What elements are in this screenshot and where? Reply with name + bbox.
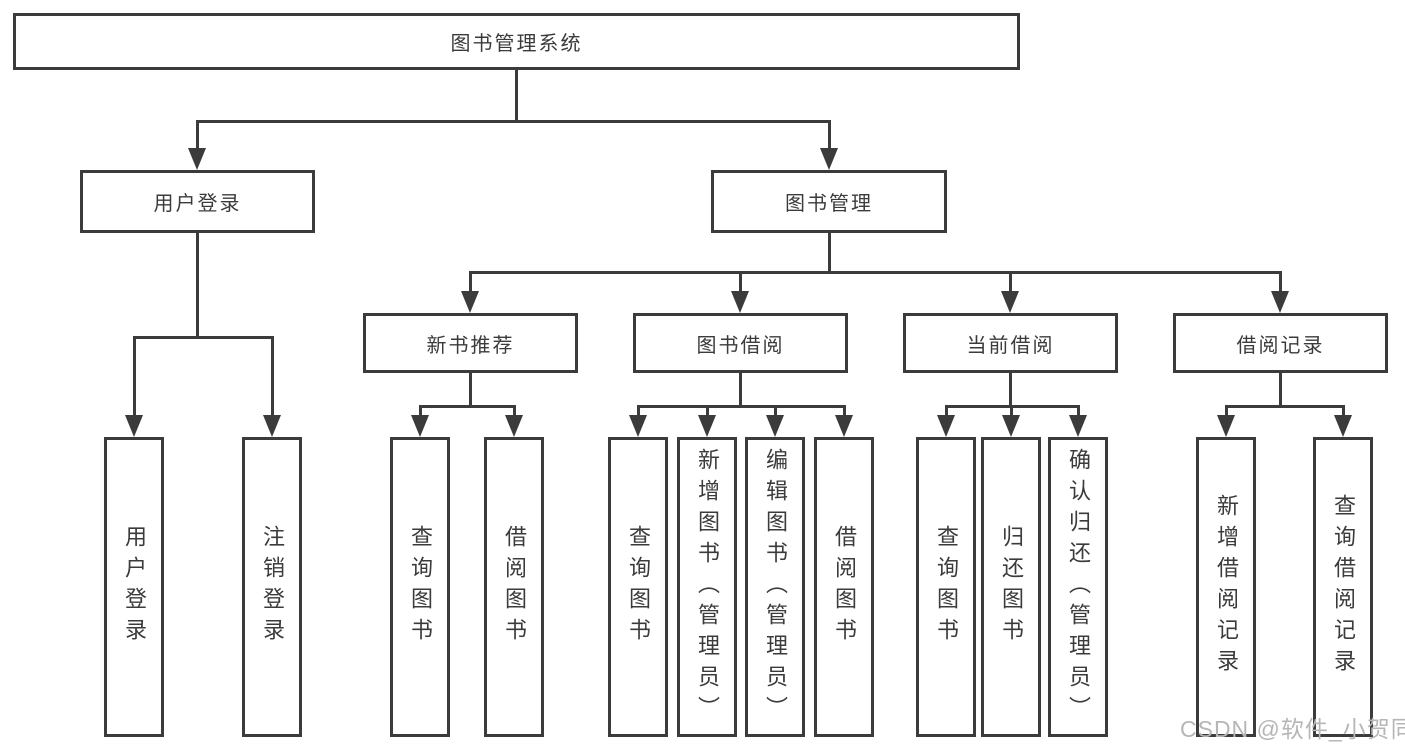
connector-arrow-B3 [766,405,784,437]
connector-arrow-C3 [1069,405,1087,437]
connector-user-login-branch [132,336,274,339]
connector-groupD-stem [1278,373,1282,405]
connector-arrow-B2 [698,405,716,437]
connector-root-stem [514,70,518,120]
connector-groupA-stem [468,373,472,405]
node-return-books: 归还图书 [981,437,1041,737]
connector-book-management-stem [827,233,831,271]
node-query-borrow-record: 查询借阅记录 [1313,437,1373,737]
connector-groupC-stem [1008,373,1012,405]
connector-arrow-login-leaf [125,336,143,437]
connector-arrow-book-borrowing [731,271,749,313]
csdn-watermark: CSDN @软件_小贺同学 [1180,716,1405,742]
connector-arrow-user-login [188,120,206,170]
node-user-login: 用户登录 [80,170,315,233]
connector-level2-branch [468,271,1282,274]
node-library-management-system: 图书管理系统 [13,13,1020,70]
connector-arrow-A2 [505,405,523,437]
connector-arrow-book-management [820,120,838,170]
node-query-books-recommend: 查询图书 [390,437,450,737]
node-user-login-leaf: 用户登录 [104,437,164,737]
node-confirm-return-admin: 确认归还（管理员） [1048,437,1108,737]
connector-arrow-D2 [1334,405,1352,437]
node-borrowing-records: 借阅记录 [1173,313,1388,373]
connector-arrow-C2 [1002,405,1020,437]
connector-groupD-branch [1224,405,1345,408]
connector-groupA-branch [418,405,516,408]
connector-arrow-borrowing-records [1271,271,1289,313]
connector-arrow-B1 [629,405,647,437]
node-book-borrowing: 图书借阅 [633,313,848,373]
node-query-books-borrowing: 查询图书 [608,437,668,737]
connector-arrow-current-borrowing [1001,271,1019,313]
node-book-management: 图书管理 [711,170,947,233]
connector-groupB-stem [738,373,742,405]
node-add-borrow-record: 新增借阅记录 [1196,437,1256,737]
node-edit-book-admin: 编辑图书（管理员） [745,437,805,737]
connector-arrow-new-book [461,271,479,313]
node-add-book-admin: 新增图书（管理员） [677,437,737,737]
node-borrow-books-recommend: 借阅图书 [484,437,544,737]
connector-arrow-logout-leaf [263,336,281,437]
connector-level1-branch [195,120,831,123]
connector-arrow-D1 [1217,405,1235,437]
node-logout-leaf: 注销登录 [242,437,302,737]
connector-arrow-C1 [937,405,955,437]
connector-arrow-A1 [411,405,429,437]
connector-arrow-B4 [835,405,853,437]
node-new-book-recommendation: 新书推荐 [363,313,578,373]
connector-groupB-branch [636,405,846,408]
node-borrow-books-borrowing: 借阅图书 [814,437,874,737]
connector-user-login-stem [195,233,199,336]
node-query-books-current: 查询图书 [916,437,976,737]
node-current-borrowing: 当前借阅 [903,313,1118,373]
